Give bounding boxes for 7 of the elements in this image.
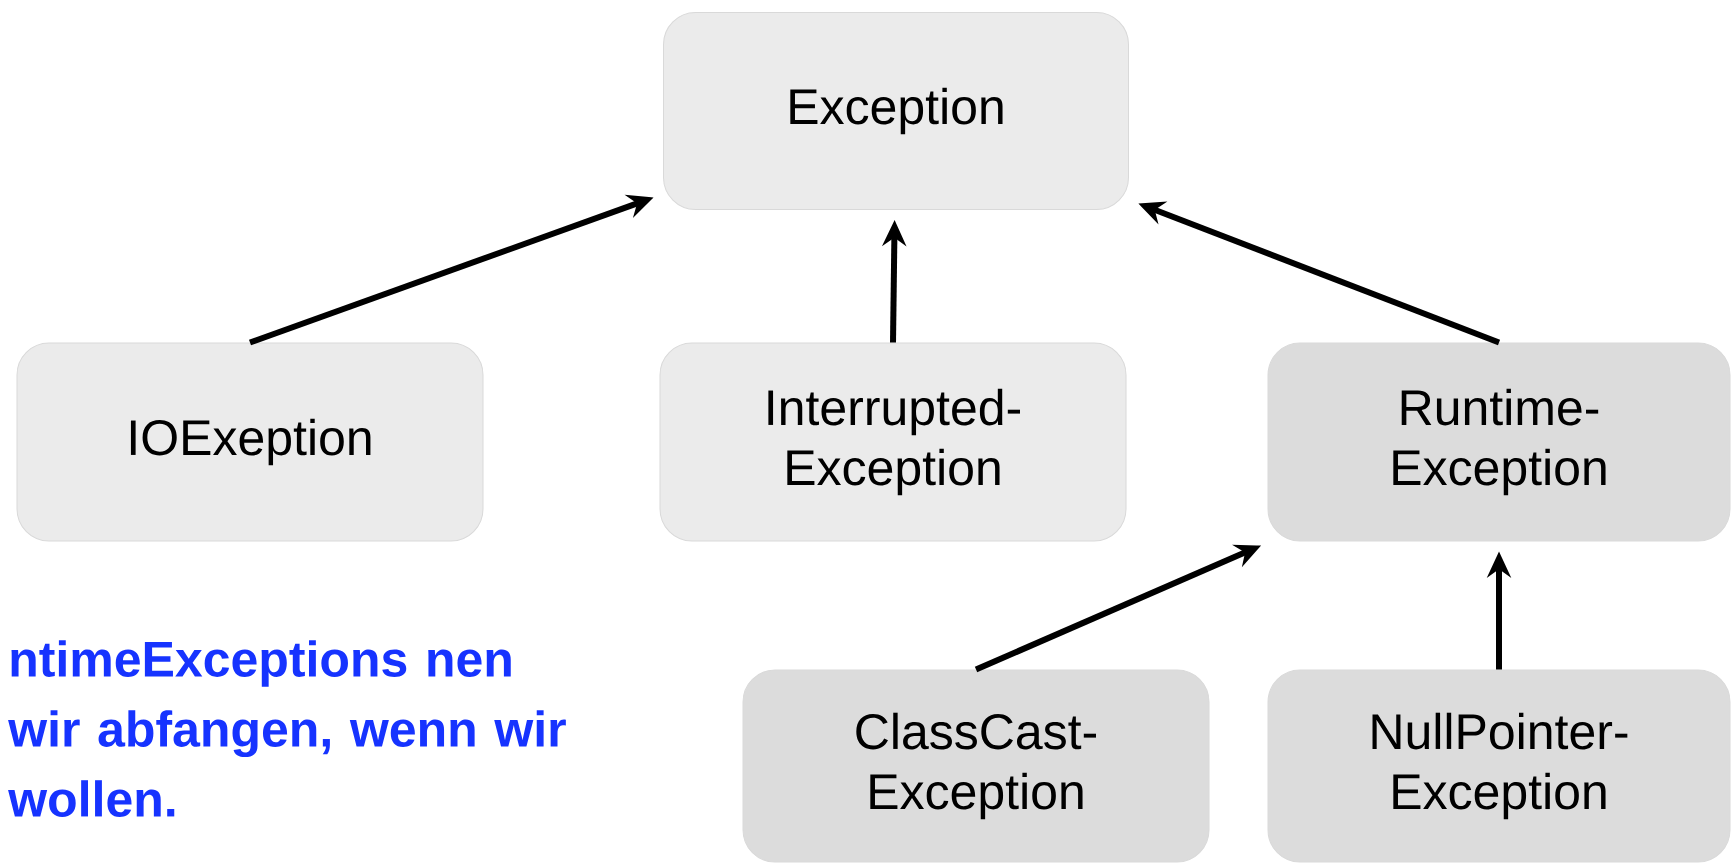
class-box: Interrupted- Exception [659, 342, 1127, 542]
class-box: IOExeption [16, 342, 484, 542]
class-box: Runtime- Exception [1267, 342, 1731, 542]
class-box: Exception [663, 12, 1129, 210]
note-text: ntimeExceptions nen wir abfangen, wenn wir wollen. [8, 640, 566, 817]
class-box: NullPointer- Exception [1267, 669, 1731, 863]
class-box: ClassCast- Exception [742, 669, 1210, 863]
